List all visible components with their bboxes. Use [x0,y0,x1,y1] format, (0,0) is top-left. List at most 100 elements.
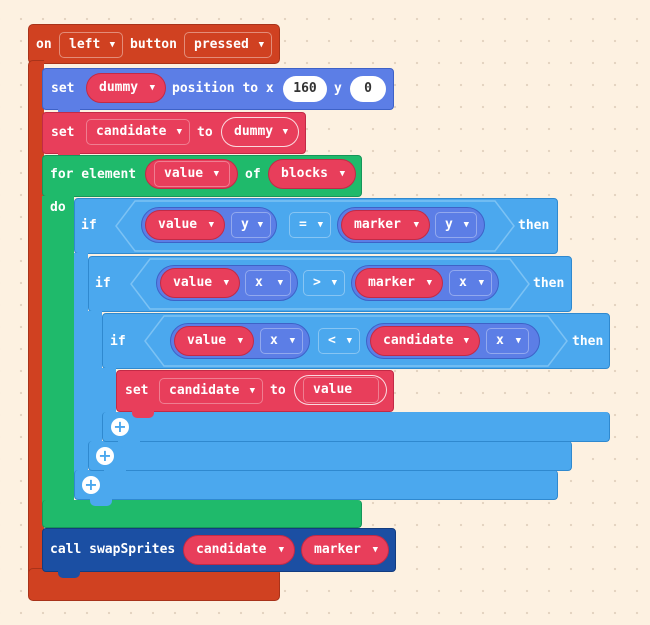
value-reporter-1-label: value [158,217,198,232]
value-loop-dropdown[interactable]: value ▼ [154,161,230,187]
plus-circle-icon[interactable]: + [96,447,114,465]
for-do-label: do [50,200,66,215]
if-1-label: if [81,218,97,233]
candidate-variable-dropdown[interactable]: candidate ▼ [86,119,190,145]
candidate-variable-value: candidate [96,124,167,139]
if-block-3-body [102,368,116,418]
if-block-2-footer [88,441,572,471]
if-2-label: if [95,276,111,291]
value-reporter-3-label: value [187,333,227,348]
candidate-argument-reporter[interactable]: candidate ▼ [183,535,295,565]
caret-down-icon: ▼ [237,336,243,346]
set-candidate-value-tab [132,411,154,418]
property-y-1-value: y [241,217,249,232]
property-x-dropdown-1[interactable]: x ▼ [245,270,291,296]
value-reporter-2[interactable]: value ▼ [160,268,240,298]
property-x-dropdown-2[interactable]: x ▼ [449,270,492,296]
plus-circle-icon[interactable]: + [111,418,129,436]
for-of-label: of [245,167,261,182]
caret-down-icon: ▼ [223,278,229,288]
operator-equals-value: = [299,217,307,232]
caret-down-icon: ▼ [478,278,484,288]
candidate-variable-2-value: candidate [169,383,240,398]
if-block-1-tab [90,499,112,506]
blocks-list-reporter[interactable]: blocks ▼ [268,159,356,189]
caret-down-icon: ▼ [258,40,264,50]
key-dropdown[interactable]: left ▼ [59,32,123,58]
operator-greater-value: > [313,275,321,290]
property-y-dropdown-2[interactable]: y ▼ [435,212,477,238]
action-dropdown-value: pressed [194,37,249,52]
marker-reporter-1-label: marker [354,217,401,232]
call-swapsprites-label: call swapSprites [50,542,176,557]
caret-down-icon: ▼ [213,169,219,179]
property-y-2-value: y [445,217,453,232]
marker-argument-reporter[interactable]: marker ▼ [301,535,389,565]
for-loop-body [42,196,74,522]
if-block-1-footer [74,470,558,500]
set-inner-set-label: set [125,383,149,398]
value-reporter-2-label: value [173,275,213,290]
set-candidate-to-label: to [197,125,213,140]
value-loop-variable[interactable]: value ▼ [145,159,238,189]
sprite-dummy-reporter[interactable]: dummy ▼ [86,73,166,103]
x-number-field[interactable]: 160 [283,76,327,102]
set-position-set-label: set [51,81,75,96]
property-x-dropdown-3[interactable]: x ▼ [260,328,303,354]
operator-equals-dropdown[interactable]: = ▼ [289,212,331,238]
value-loop-dropdown-value: value [164,166,204,181]
caret-down-icon: ▼ [257,220,263,230]
for-element-label: for element [50,167,137,182]
caret-down-icon: ▼ [372,545,378,555]
caret-down-icon: ▼ [463,336,469,346]
caret-down-icon: ▼ [515,336,521,346]
property-y-dropdown-1[interactable]: y ▼ [231,212,271,238]
caret-down-icon: ▼ [339,169,345,179]
caret-down-icon: ▼ [208,220,214,230]
caret-down-icon: ▼ [109,40,115,50]
caret-down-icon: ▼ [249,386,255,396]
dummy-reporter-label: dummy [234,124,274,139]
event-on-label: on [36,37,52,52]
property-x-4-value: x [496,333,504,348]
value-reporter-4[interactable]: value [294,375,387,405]
sprite-dummy-label: dummy [99,80,139,95]
marker-reporter-2-label: marker [368,275,415,290]
value-reporter-3[interactable]: value ▼ [174,326,254,356]
marker-reporter-1[interactable]: marker ▼ [341,210,430,240]
operator-less-value: < [328,333,336,348]
candidate-argument-label: candidate [196,542,267,557]
value-reporter-1[interactable]: value ▼ [145,210,225,240]
call-block-tab [58,571,80,578]
caret-down-icon: ▼ [463,220,469,230]
candidate-variable-dropdown-2[interactable]: candidate ▼ [159,378,263,404]
if-1-then-label: then [518,218,550,233]
caret-down-icon: ▼ [346,336,352,346]
if-block-3-tab [118,441,140,448]
marker-argument-label: marker [314,542,361,557]
caret-down-icon: ▼ [282,127,288,137]
property-x-2-value: x [459,275,467,290]
caret-down-icon: ▼ [278,545,284,555]
event-button-label: button [130,37,177,52]
caret-down-icon: ▼ [289,336,295,346]
marker-reporter-2[interactable]: marker ▼ [355,268,443,298]
set-inner-to-label: to [270,383,286,398]
value-reporter-4-label: value [313,382,353,397]
y-number-field[interactable]: 0 [350,76,386,102]
value-reporter-4-dropdown[interactable]: value [303,377,379,403]
operator-less-dropdown[interactable]: < ▼ [318,328,360,354]
if-block-2-tab [104,470,126,477]
property-x-3-value: x [270,333,278,348]
plus-circle-icon[interactable]: + [82,476,100,494]
position-to-x-label: position to x [172,81,274,96]
property-x-dropdown-4[interactable]: x ▼ [486,328,529,354]
if-2-then-label: then [533,276,565,291]
caret-down-icon: ▼ [331,278,337,288]
action-dropdown[interactable]: pressed ▼ [184,32,272,58]
dummy-reporter[interactable]: dummy ▼ [221,117,299,147]
candidate-reporter[interactable]: candidate ▼ [370,326,480,356]
caret-down-icon: ▼ [149,83,155,93]
if-block-2-body [88,311,102,446]
operator-greater-dropdown[interactable]: > ▼ [303,270,345,296]
